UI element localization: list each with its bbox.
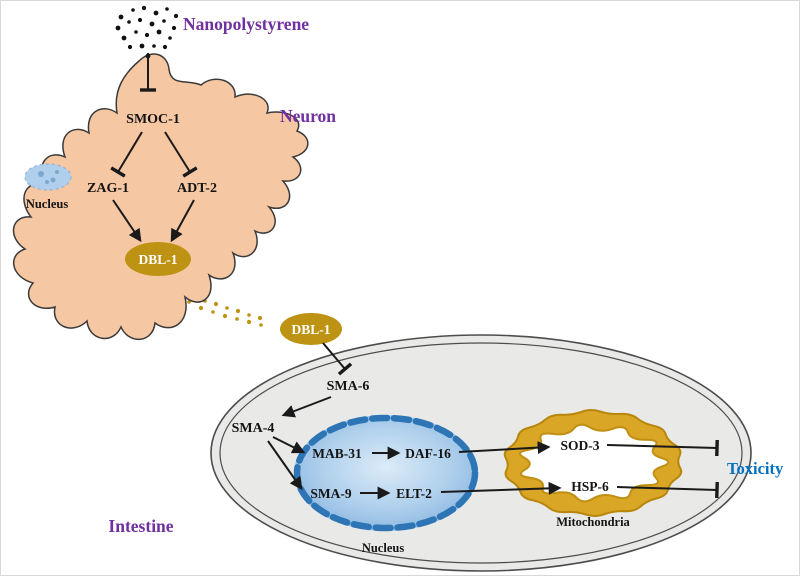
particle-dot bbox=[153, 10, 159, 16]
intestine-nucleus-body bbox=[294, 415, 478, 531]
mab31-label: MAB-31 bbox=[312, 446, 362, 461]
particle-dot bbox=[149, 21, 155, 27]
sod3-label: SOD-3 bbox=[560, 438, 599, 453]
adt2-label: ADT-2 bbox=[177, 181, 217, 196]
intestine-inner-membrane bbox=[219, 342, 743, 564]
particle-dot bbox=[162, 19, 166, 23]
intestine-nucleus bbox=[293, 414, 479, 532]
nucleus-speckle bbox=[45, 180, 49, 184]
particle-dot bbox=[211, 310, 215, 314]
intestine-cell: SMA-6 SMA-4 MAB-31 DAF-16 SMA-9 ELT-2 SO… bbox=[108, 334, 784, 572]
particle-dot bbox=[131, 8, 135, 12]
edge-smoc1-inhibits-adt2 bbox=[164, 131, 198, 178]
particle-dot bbox=[225, 306, 229, 310]
edge-sma6-activates-sma4 bbox=[281, 396, 332, 418]
particle-dot bbox=[213, 301, 219, 307]
particle-dot bbox=[198, 305, 204, 311]
neuron-nucleus bbox=[24, 163, 72, 191]
particle-dot bbox=[171, 25, 177, 31]
particle-dot bbox=[162, 44, 168, 50]
sma9-label: SMA-9 bbox=[310, 486, 351, 501]
neuron-label: Neuron bbox=[280, 106, 336, 126]
edge-sma4-activates-mab31 bbox=[272, 436, 306, 454]
particle-dot bbox=[173, 13, 179, 19]
neuron-nucleus-label: Nucleus bbox=[26, 197, 69, 211]
particle-dot bbox=[259, 323, 263, 327]
edge-sod3-inhibits-toxicity bbox=[606, 439, 719, 457]
dbl1-secreted: DBL-1 bbox=[280, 313, 342, 345]
elt2-label: ELT-2 bbox=[396, 486, 432, 501]
particle-dot bbox=[127, 20, 131, 24]
edge-sma4-activates-sma9 bbox=[267, 440, 303, 491]
particle-dot bbox=[115, 25, 121, 31]
particle-dot bbox=[257, 315, 263, 321]
edge-hsp6-inhibits-toxicity bbox=[616, 481, 719, 499]
edge-zag1-activates-dbl1 bbox=[112, 199, 142, 243]
sma6-label: SMA-6 bbox=[327, 379, 370, 394]
edge-adt2-activates-dbl1 bbox=[170, 199, 195, 243]
dbl1-neuron-label: DBL-1 bbox=[138, 252, 177, 267]
particle-dot bbox=[144, 32, 150, 38]
particle-dot bbox=[121, 35, 127, 41]
edge-dbl1-inhibits-sma6 bbox=[322, 342, 353, 376]
dbl1-secreted-body bbox=[280, 313, 342, 345]
particle-dot bbox=[141, 5, 147, 11]
dbl1-secreted-label: DBL-1 bbox=[291, 322, 330, 337]
particle-dot bbox=[247, 313, 251, 317]
particle-dot bbox=[127, 44, 133, 50]
particle-dot bbox=[137, 17, 143, 23]
smoc1-label: SMOC-1 bbox=[126, 112, 180, 127]
particle-dot bbox=[156, 29, 162, 35]
dbl1-neuron-body bbox=[125, 242, 191, 276]
particle-dot bbox=[222, 313, 228, 319]
edge-elt2-activates-hsp6 bbox=[440, 481, 562, 495]
particle-dot bbox=[246, 319, 252, 325]
nucleus-speckle bbox=[55, 170, 59, 174]
particle-dot bbox=[165, 7, 169, 11]
daf16-label: DAF-16 bbox=[405, 446, 451, 461]
sma4-label: SMA-4 bbox=[232, 421, 275, 436]
particle-dot bbox=[235, 317, 239, 321]
nucleus-speckle bbox=[38, 171, 44, 177]
particle-dot bbox=[139, 43, 145, 49]
nucleus-speckle bbox=[50, 177, 56, 183]
neuron-cell: DBL-1 SMOC-1 ZAG-1 ADT-2 Nucleus Neuron bbox=[12, 53, 336, 340]
intestine-label: Intestine bbox=[108, 516, 173, 536]
particle-dot bbox=[235, 308, 241, 314]
particle-dot bbox=[168, 36, 172, 40]
neuron-nucleus-body bbox=[24, 163, 72, 191]
hsp6-label: HSP-6 bbox=[571, 479, 609, 494]
particle-dot bbox=[134, 30, 138, 34]
edge-daf16-activates-sod3 bbox=[458, 441, 551, 455]
intestine-nucleus-label: Nucleus bbox=[362, 541, 405, 555]
zag1-label: ZAG-1 bbox=[87, 181, 129, 196]
intestine-nucleus-envelope bbox=[293, 414, 479, 532]
toxicity-label: Toxicity bbox=[727, 459, 784, 478]
particle-dot bbox=[118, 14, 124, 20]
mitochondria-label: Mitochondria bbox=[556, 515, 630, 529]
nanopolystyrene-label: Nanopolystyrene bbox=[183, 14, 309, 34]
edge-smoc1-inhibits-zag1 bbox=[110, 131, 143, 178]
nanopolystyrene-particles bbox=[115, 5, 179, 59]
particle-dot bbox=[152, 44, 156, 48]
